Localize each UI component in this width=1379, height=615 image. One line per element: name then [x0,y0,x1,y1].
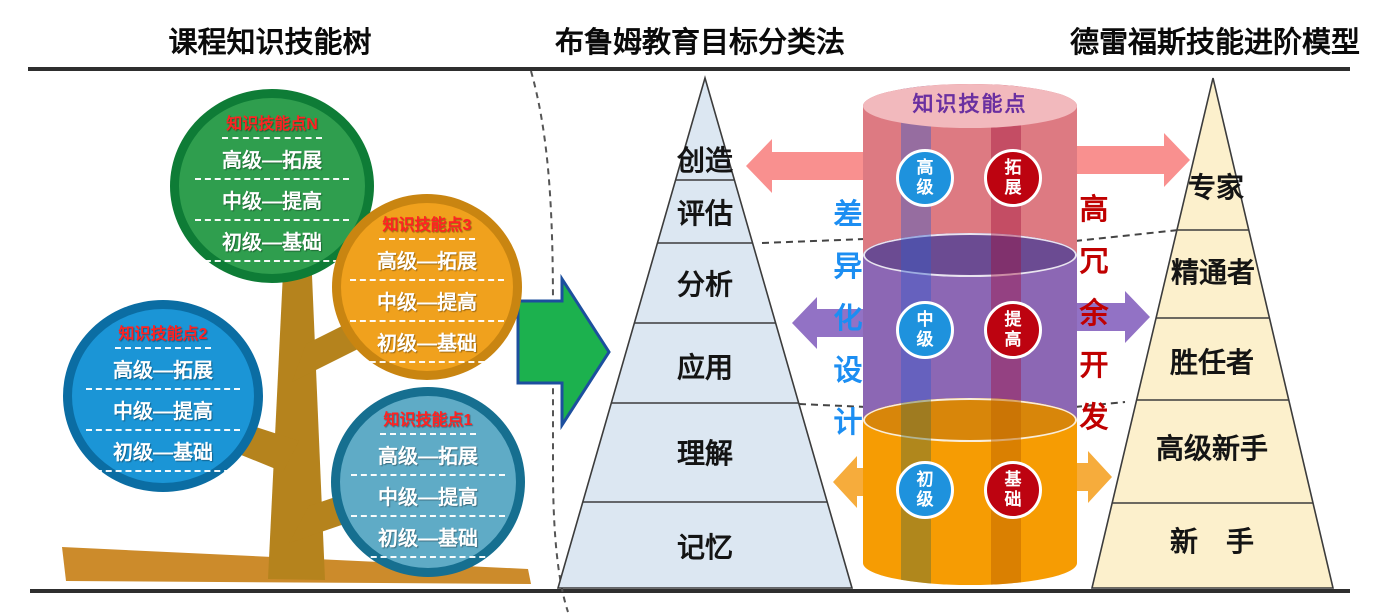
tree-node-3: 知识技能点3 高级—拓展 中级—提高 初级—基础 [332,194,522,380]
pink-arrow-left [746,139,866,193]
pink-arrow-right [1075,133,1190,187]
tree-node-level-advanced: 高级—拓展 [351,435,505,476]
stage-circle-advanced: 高 级 [896,149,954,207]
tree-node-level-advanced: 高级—拓展 [350,240,504,281]
tree-node-level-beginner: 初级—基础 [351,517,505,558]
tree-node-level-advanced: 高级—拓展 [86,349,240,390]
bloom-level-remember: 记忆 [676,533,734,564]
stage-circle-expand: 拓 展 [984,149,1042,207]
stage-circle-improve: 提 高 [984,301,1042,359]
high-redundancy-development-label: 高 冗 余 开 发 [1079,194,1109,434]
stage-circle-basic: 基 础 [984,461,1042,519]
cylinder-intermediate-lid [863,233,1077,277]
bloom-pyramid-shape [556,75,854,589]
tree-node-level-beginner: 初级—基础 [350,322,504,363]
bloom-level-evaluate: 评估 [676,199,734,230]
dreyfus-level-competent: 胜任者 [1169,348,1255,379]
orange-arrow-left [833,456,868,508]
purple-arrow-right [1075,291,1150,343]
tree-node-title: 知识技能点3 [378,211,476,240]
tree-node-2: 知识技能点2 高级—拓展 中级—提高 初级—基础 [63,300,263,492]
skill-point-cylinders: 高 级 拓 展 中 级 提 高 初 级 基 础 知识技能点 [863,84,1077,594]
tree-node-level-advanced: 高级—拓展 [195,139,349,180]
green-transform-arrow [516,273,611,431]
mapping-dashed-left-upper [761,238,867,244]
dreyfus-level-proficient: 精通者 [1170,258,1256,289]
tree-node-level-intermediate: 中级—提高 [195,180,349,221]
mapping-dashed-right-upper [1074,229,1180,242]
tree-trunk-shape [268,252,325,580]
tree-node-title: 知识技能点1 [379,406,477,435]
purple-arrow-left [792,297,868,349]
dreyfus-pyramid-shape [1090,77,1335,589]
top-divider-line [28,67,1350,71]
tree-node-level-intermediate: 中级—提高 [350,281,504,322]
tree-node-level-beginner: 初级—基础 [86,431,240,472]
orange-arrow-right [1075,451,1112,503]
dreyfus-level-novice: 新 手 [1169,527,1255,558]
tree-node-title: 知识技能点2 [114,320,212,349]
tree-node-level-intermediate: 中级—提高 [86,390,240,431]
cylinder-advanced-lid [863,84,1077,128]
bloom-section-title: 布鲁姆教育目标分类法 [554,27,846,59]
dreyfus-level-expert: 专家 [1187,173,1245,204]
differentiated-design-label: 差 异 化 设 计 [833,199,863,439]
bloom-level-analyze: 分析 [676,270,734,301]
stage-circle-intermediate: 中 级 [896,301,954,359]
bottom-divider-line [30,589,1350,593]
tree-node-title: 知识技能点N [222,110,322,139]
mapping-dashed-right-lower [1074,401,1126,408]
stage-circle-beginner: 初 级 [896,461,954,519]
tree-node-1: 知识技能点1 高级—拓展 中级—提高 初级—基础 [331,387,525,577]
bloom-level-create: 创造 [676,146,734,177]
cylinder-beginner-lid [863,398,1077,442]
cylinder-beginner: 初 级 基 础 [863,398,1077,585]
tree-section-title: 课程知识技能树 [168,27,372,59]
tree-node-level-beginner: 初级—基础 [195,221,349,262]
tree-node-level-intermediate: 中级—提高 [351,476,505,517]
dreyfus-section-title: 德雷福斯技能进阶模型 [1069,27,1361,59]
cylinder-title: 知识技能点 [912,93,1028,116]
bloom-level-apply: 应用 [676,353,734,384]
bloom-level-understand: 理解 [676,439,734,470]
dreyfus-level-advanced-beginner: 高级新手 [1155,434,1269,465]
